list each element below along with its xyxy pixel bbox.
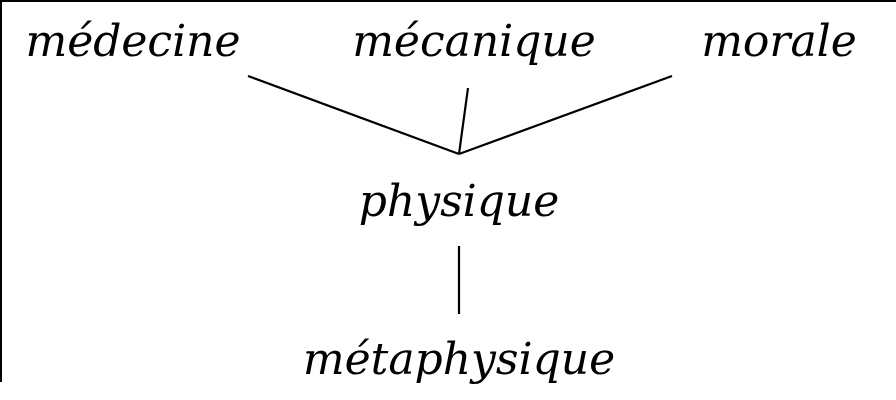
edge-morale-physique [458,74,673,156]
node-metaphysique: métaphysique [303,334,615,385]
node-physique: physique [359,176,560,227]
node-morale: morale [701,16,857,67]
edge-mecanique-physique [457,87,470,155]
node-medecine: médecine [25,16,240,67]
edge-medecine-physique [247,74,460,156]
node-mecanique: mécanique [352,16,596,67]
